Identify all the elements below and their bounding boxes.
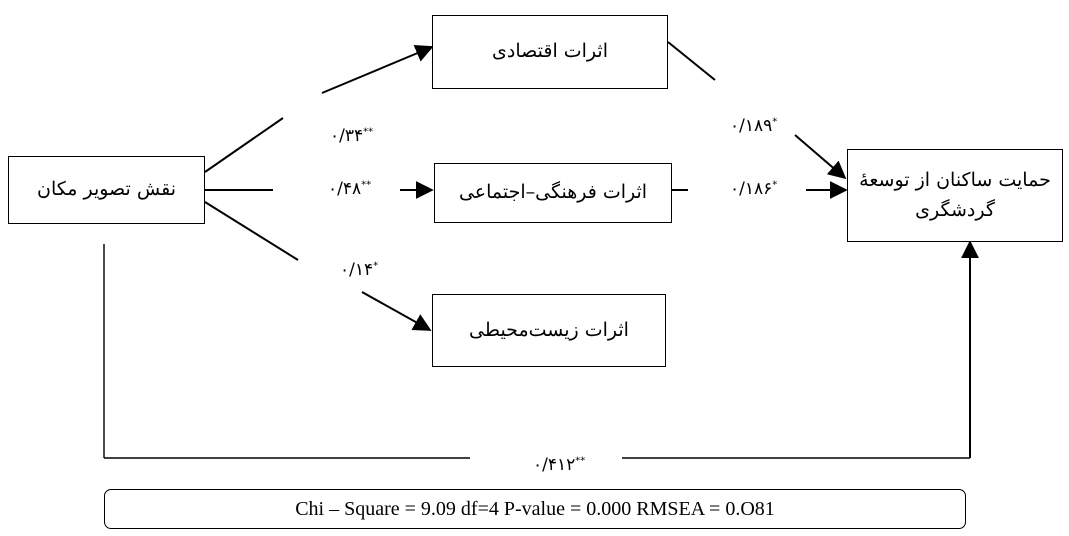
coef-significance: * — [772, 179, 778, 191]
coef-significance: * — [373, 260, 379, 272]
connector-place-environmental-1 — [204, 201, 299, 261]
coef-sociocultural-support: ۰/۱۸۶* — [730, 179, 777, 199]
coef-significance: ** — [361, 179, 372, 191]
node-environmental-impacts: اثرات زیست‌محیطی — [432, 294, 666, 367]
arrow-economic-support — [794, 134, 847, 180]
model-fit-statistics: Chi – Square = 9.09 df=4 P-value = 0.000… — [104, 489, 966, 529]
coef-place-environmental: ۰/۱۴* — [340, 260, 378, 280]
node-place-image-label: نقش تصویر مکان — [37, 178, 176, 201]
coef-value: ۰/۱۸۶ — [730, 179, 773, 199]
connector-place-economic-1 — [204, 117, 284, 173]
node-economic-impacts: اثرات اقتصادی — [432, 15, 668, 89]
coef-value: ۰/۱۴ — [340, 260, 374, 280]
model-fit-text: Chi – Square = 9.09 df=4 P-value = 0.000… — [295, 497, 775, 520]
coef-place-support: ۰/۴۱۲** — [533, 455, 585, 475]
node-place-image: نقش تصویر مکان — [8, 156, 205, 224]
node-residents-support: حمایت ساکنان از توسعهٔ گردشگری — [847, 149, 1063, 242]
node-residents-support-label: حمایت ساکنان از توسعهٔ گردشگری — [859, 169, 1051, 221]
coef-value: ۰/۴۱۲ — [533, 455, 576, 475]
connector-economic-support-1 — [667, 41, 716, 81]
arrow-place-economic — [321, 44, 434, 94]
coef-significance: ** — [575, 455, 586, 467]
coef-value: ۰/۱۸۹ — [730, 116, 773, 136]
node-sociocultural-impacts: اثرات فرهنگی–اجتماعی — [434, 163, 672, 223]
coef-place-economic: ۰/۳۴** — [330, 126, 373, 146]
coef-value: ۰/۳۴ — [330, 126, 364, 146]
coef-significance: * — [772, 116, 778, 128]
coef-value: ۰/۴۸ — [328, 179, 362, 199]
coef-significance: ** — [363, 126, 374, 138]
coef-place-sociocultural: ۰/۴۸** — [328, 179, 371, 199]
coef-economic-support: ۰/۱۸۹* — [730, 116, 777, 136]
arrow-place-environmental — [361, 291, 432, 331]
node-economic-impacts-label: اثرات اقتصادی — [492, 40, 608, 63]
node-environmental-impacts-label: اثرات زیست‌محیطی — [469, 318, 629, 341]
node-sociocultural-impacts-label: اثرات فرهنگی–اجتماعی — [458, 181, 648, 204]
